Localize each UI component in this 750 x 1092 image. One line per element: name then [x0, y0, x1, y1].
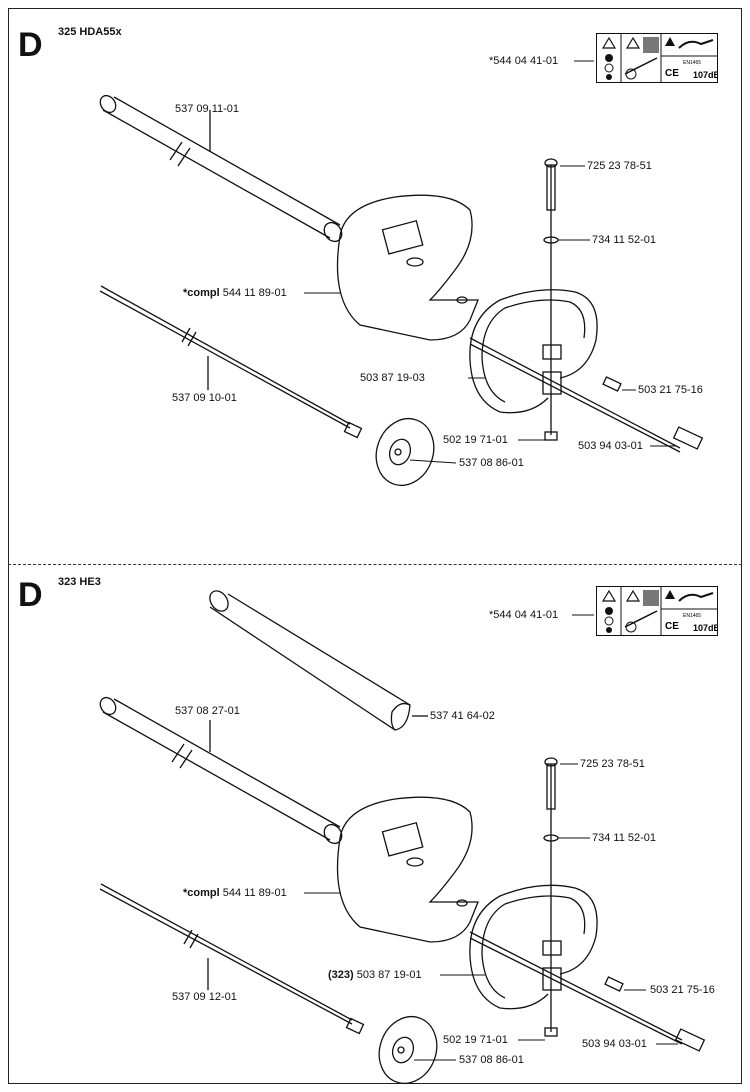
- part-label-drive-shaft: 537 09 12-01: [172, 991, 237, 1003]
- diagram-frame: [8, 8, 742, 1084]
- svg-text:107dB: 107dB: [693, 623, 717, 633]
- part-label-screw: 725 23 78-51: [587, 160, 652, 172]
- part-label-shaft-tube: 537 09 11-01: [175, 103, 240, 115]
- section-model: 325 HDA55x: [58, 26, 122, 38]
- part-label-cover: 537 08 86-01: [459, 1054, 524, 1066]
- part-label-bolt: 503 21 75-16: [638, 384, 703, 396]
- warning-decal: EN1465 CE 107dB: [596, 33, 721, 83]
- part-label-clip: 503 94 03-01: [582, 1038, 647, 1050]
- svg-text:107dB: 107dB: [693, 70, 717, 80]
- part-label-shaft-tube: 537 08 27-01: [175, 705, 240, 717]
- part-label-decal: *544 04 41-01: [489, 609, 559, 621]
- part-label-decal: *544 04 41-01: [489, 55, 559, 67]
- decal-symbols-icon: EN1465 CE 107dB: [601, 34, 721, 82]
- part-label-bolt: 503 21 75-16: [650, 984, 715, 996]
- warning-decal: EN1465 CE 107dB: [596, 586, 721, 636]
- svg-text:EN1465: EN1465: [683, 60, 701, 66]
- svg-text:EN1465: EN1465: [683, 613, 701, 619]
- section-letter: D: [18, 576, 43, 614]
- part-label-screw: 725 23 78-51: [580, 758, 645, 770]
- svg-text:CE: CE: [665, 68, 679, 79]
- section-divider: [8, 564, 742, 565]
- part-label-handle: (323) 503 87 19-01: [328, 969, 422, 981]
- section-letter: D: [18, 26, 43, 64]
- part-label-washer: 734 11 52-01: [592, 832, 657, 844]
- part-label-guard: *compl 544 11 89-01: [183, 887, 287, 899]
- part-label-handle: 503 87 19-03: [360, 372, 425, 384]
- part-label-guard: *compl 544 11 89-01: [183, 287, 287, 299]
- part-label-cover: 537 08 86-01: [459, 457, 524, 469]
- part-label-nut: 502 19 71-01: [443, 434, 508, 446]
- section-model: 323 HE3: [58, 576, 101, 588]
- part-label-shaft-cover: 537 41 64-02: [430, 710, 495, 722]
- part-label-nut: 502 19 71-01: [443, 1034, 508, 1046]
- part-label-washer: 734 11 52-01: [592, 234, 657, 246]
- svg-text:CE: CE: [665, 621, 679, 632]
- decal-symbols-icon: EN1465 CE 107dB: [601, 587, 721, 635]
- part-label-drive-shaft: 537 09 10-01: [172, 392, 237, 404]
- part-label-clip: 503 94 03-01: [578, 440, 643, 452]
